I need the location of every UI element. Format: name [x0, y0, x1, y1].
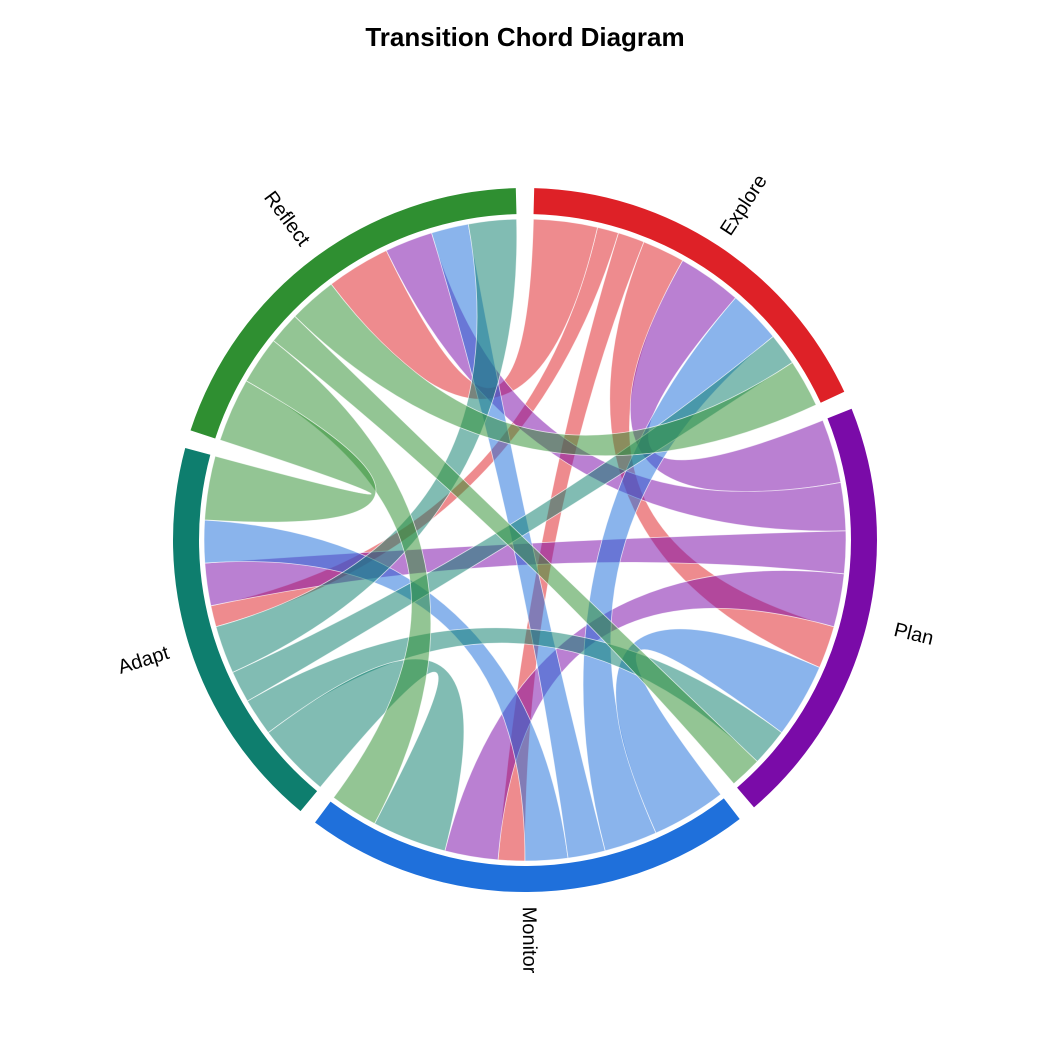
ribbon-monitor-to-explore	[582, 297, 774, 852]
ribbon-reflect-to-plan	[272, 315, 758, 785]
arc-plan	[737, 408, 878, 808]
label-reflect: Reflect	[259, 187, 314, 250]
ribbon-reflect-to-adapt	[204, 380, 377, 523]
ribbon-reflect-to-monitor	[245, 340, 432, 825]
chart-title: Transition Chord Diagram	[365, 22, 685, 52]
ribbon-adapt-to-monitor	[267, 658, 465, 852]
ribbon-plan-to-adapt	[204, 530, 847, 607]
ribbon-monitor-to-adapt	[203, 519, 569, 862]
arc-explore	[533, 188, 845, 403]
label-explore: Explore	[716, 171, 772, 240]
arc-reflect	[190, 188, 517, 439]
ribbon-adapt-to-explore	[232, 335, 794, 702]
label-monitor: Monitor	[518, 907, 541, 974]
ribbon-reflect-to-explore	[294, 283, 817, 457]
arc-adapt	[173, 448, 318, 812]
arc-monitor	[315, 798, 740, 893]
label-plan: Plan	[892, 619, 936, 650]
label-adapt: Adapt	[115, 642, 172, 679]
